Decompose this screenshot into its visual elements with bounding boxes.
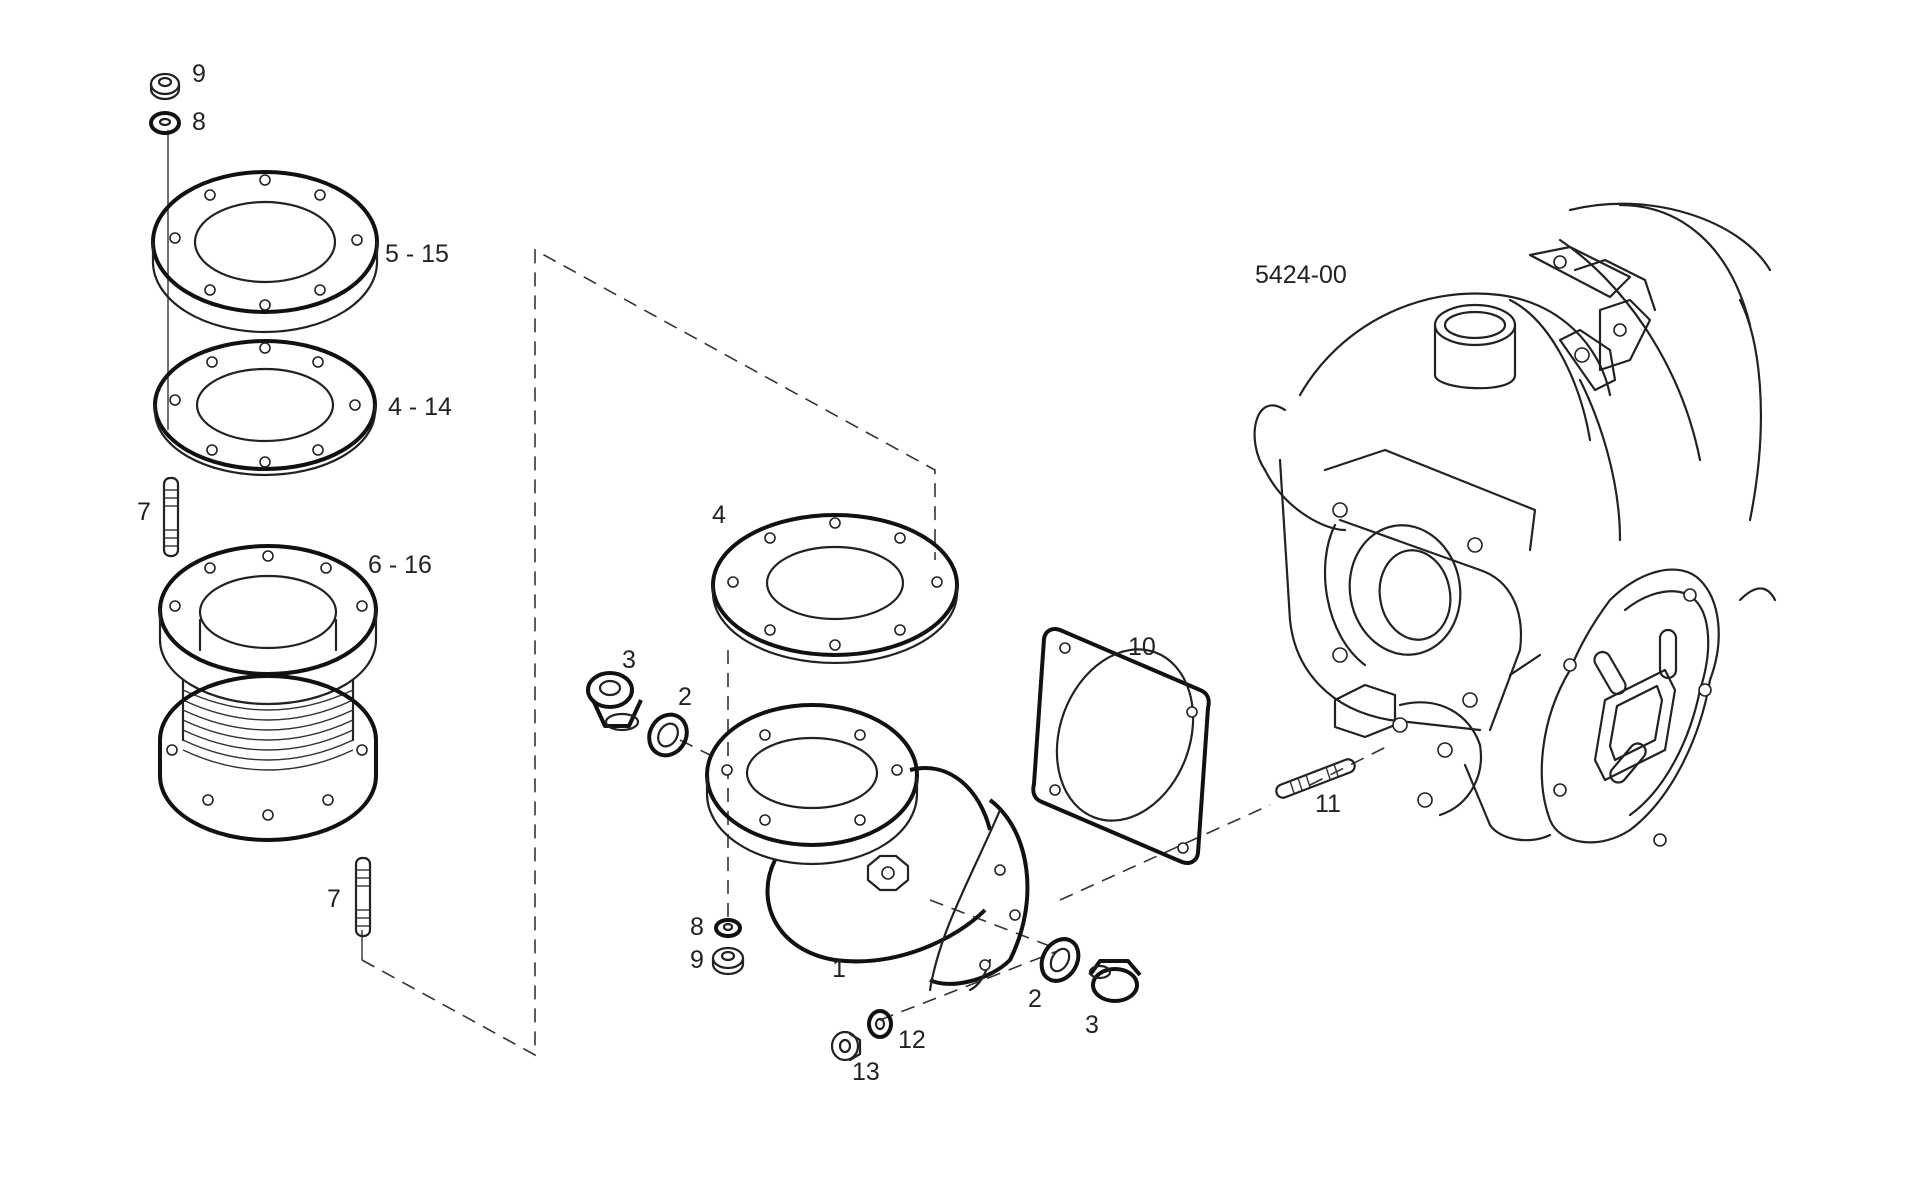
lock-washer-part-8-lower[interactable] — [714, 918, 742, 938]
turbocharger-housing — [1253, 202, 1777, 847]
callout-7-upper: 7 — [137, 498, 151, 526]
gasket-part-4-center[interactable] — [711, 513, 959, 665]
callout-9-top: 9 — [192, 60, 206, 88]
exhaust-elbow-part-1[interactable] — [705, 703, 1030, 992]
callout-1: 1 — [832, 955, 846, 983]
callout-2-left: 2 — [678, 683, 692, 711]
flange-part-5-15[interactable] — [151, 170, 379, 334]
callout-6-16: 6 - 16 — [368, 551, 432, 579]
stud-part-11[interactable] — [1275, 758, 1356, 799]
drawing-reference-code: 5424-00 — [1255, 261, 1347, 289]
callout-2-right: 2 — [1028, 985, 1042, 1013]
center-assembly — [586, 513, 1356, 1062]
callout-13: 13 — [852, 1058, 880, 1086]
stud-part-7-lower[interactable] — [354, 856, 372, 938]
callout-3-right: 3 — [1085, 1011, 1099, 1039]
drain-plug-part-3-right[interactable] — [1088, 959, 1142, 1003]
lock-washer-part-12[interactable] — [867, 1009, 893, 1039]
drain-plug-part-3-left[interactable] — [586, 671, 643, 732]
callout-10: 10 — [1128, 633, 1156, 661]
callout-4-14: 4 - 14 — [388, 393, 452, 421]
gasket-part-4-14[interactable] — [153, 339, 377, 477]
hex-nut-part-13[interactable] — [830, 1030, 862, 1062]
callout-11: 11 — [1315, 790, 1341, 818]
callout-8-top: 8 — [192, 108, 206, 136]
left-stack — [149, 72, 379, 960]
sealing-ring-part-2-right[interactable] — [1034, 932, 1085, 987]
stud-part-7-upper[interactable] — [162, 476, 180, 558]
lock-washer-part-8-top[interactable] — [149, 111, 181, 135]
square-gasket-part-10[interactable] — [1031, 627, 1216, 865]
callout-5-15: 5 - 15 — [385, 240, 449, 268]
callout-3-left: 3 — [622, 646, 636, 674]
callout-9-lower: 9 — [690, 946, 704, 974]
hex-nut-part-9-top[interactable] — [149, 72, 181, 101]
callout-8-lower: 8 — [690, 913, 704, 941]
sealing-ring-part-2-left[interactable] — [642, 708, 694, 762]
callout-12: 12 — [898, 1026, 926, 1054]
hex-nut-part-9-lower[interactable] — [711, 946, 745, 976]
callout-4-center: 4 — [712, 501, 726, 529]
callout-labels: 5424-00 9 8 5 - 15 4 - 14 7 6 - 16 7 4 3… — [137, 60, 1347, 1086]
callout-7-lower: 7 — [327, 885, 341, 913]
bellows-compensator-part-6-16[interactable] — [158, 544, 378, 842]
